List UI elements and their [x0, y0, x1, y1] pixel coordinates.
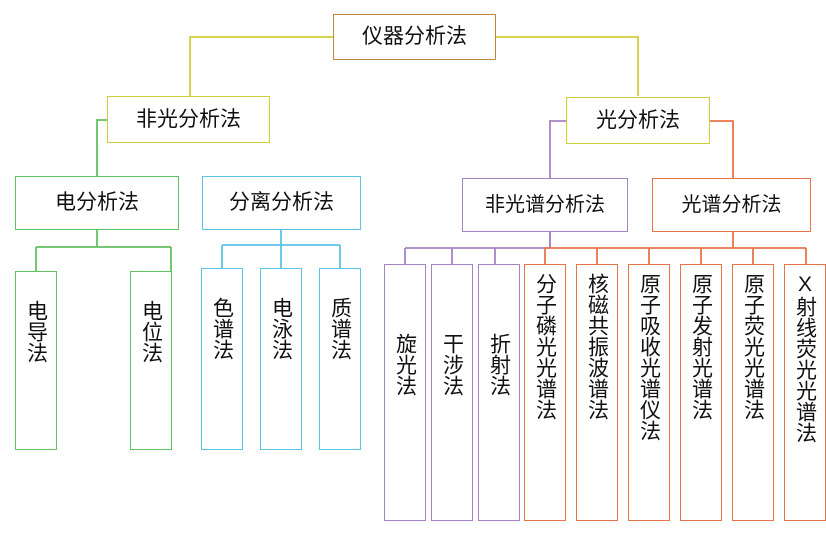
leaf-spectral-5[interactable]: 原子荧光光谱法 [732, 264, 774, 521]
node-separation[interactable]: 分离分析法 [202, 176, 361, 230]
leaf-separation-3[interactable]: 质谱法 [319, 268, 361, 450]
node-separation-label: 分离分析法 [229, 191, 334, 215]
node-nonoptical[interactable]: 非光分析法 [107, 96, 270, 143]
node-electro[interactable]: 电分析法 [15, 176, 179, 230]
leaf-nonspectral-1[interactable]: 旋光法 [384, 264, 426, 521]
leaf-spectral-3[interactable]: 原子吸收光谱仪法 [628, 264, 670, 521]
leaf-electro-1-label: 电导法 [24, 300, 48, 363]
leaf-separation-1-label: 色谱法 [210, 297, 234, 360]
node-electro-label: 电分析法 [55, 191, 139, 215]
leaf-separation-3-label: 质谱法 [328, 297, 352, 360]
leaf-electro-2-label: 电位法 [139, 300, 163, 363]
line-nonoptical-to-electro [96, 119, 107, 176]
line-optical-to-nonspectral [549, 120, 566, 178]
leaf-spectral-5-label: 原子荧光光谱法 [741, 273, 765, 420]
leaf-nonspectral-1-label: 旋光法 [393, 333, 417, 396]
node-spectral[interactable]: 光谱分析法 [652, 178, 811, 232]
leaf-spectral-1[interactable]: 分子磷光光谱法 [524, 264, 566, 521]
node-root-label: 仪器分析法 [362, 25, 467, 49]
leaf-nonspectral-3[interactable]: 折射法 [478, 264, 520, 521]
leaf-separation-2-label: 电泳法 [269, 297, 293, 360]
leaf-spectral-2-label: 核磁共振波谱法 [585, 273, 609, 420]
line-optical-to-spectral [710, 120, 734, 178]
leaf-nonspectral-2[interactable]: 干涉法 [431, 264, 473, 521]
leaf-separation-1[interactable]: 色谱法 [201, 268, 243, 450]
line-root-to-nonoptical [189, 36, 333, 96]
leaf-separation-2[interactable]: 电泳法 [260, 268, 302, 450]
node-root[interactable]: 仪器分析法 [333, 14, 496, 60]
node-spectral-label: 光谱分析法 [681, 193, 782, 216]
leaf-nonspectral-3-label: 折射法 [487, 333, 511, 396]
leaf-spectral-1-label: 分子磷光光谱法 [533, 273, 557, 420]
leaf-nonspectral-2-label: 干涉法 [440, 333, 464, 396]
leaf-electro-1[interactable]: 电导法 [15, 271, 57, 450]
leaf-spectral-6[interactable]: X射线荧光光谱法 [784, 264, 826, 521]
node-nonoptical-label: 非光分析法 [136, 107, 241, 131]
node-nonspectral-label: 非光谱分析法 [485, 193, 605, 216]
leaf-spectral-2[interactable]: 核磁共振波谱法 [576, 264, 618, 521]
node-nonspectral[interactable]: 非光谱分析法 [462, 178, 628, 232]
leaf-spectral-4[interactable]: 原子发射光谱法 [680, 264, 722, 521]
leaf-spectral-4-label: 原子发射光谱法 [689, 273, 713, 420]
leaf-spectral-6-label: X射线荧光光谱法 [793, 273, 817, 443]
leaf-spectral-3-label: 原子吸收光谱仪法 [637, 273, 661, 441]
node-optical[interactable]: 光分析法 [566, 97, 710, 144]
leaf-electro-2[interactable]: 电位法 [130, 271, 172, 450]
node-optical-label: 光分析法 [596, 108, 680, 132]
line-root-to-optical [496, 36, 639, 96]
